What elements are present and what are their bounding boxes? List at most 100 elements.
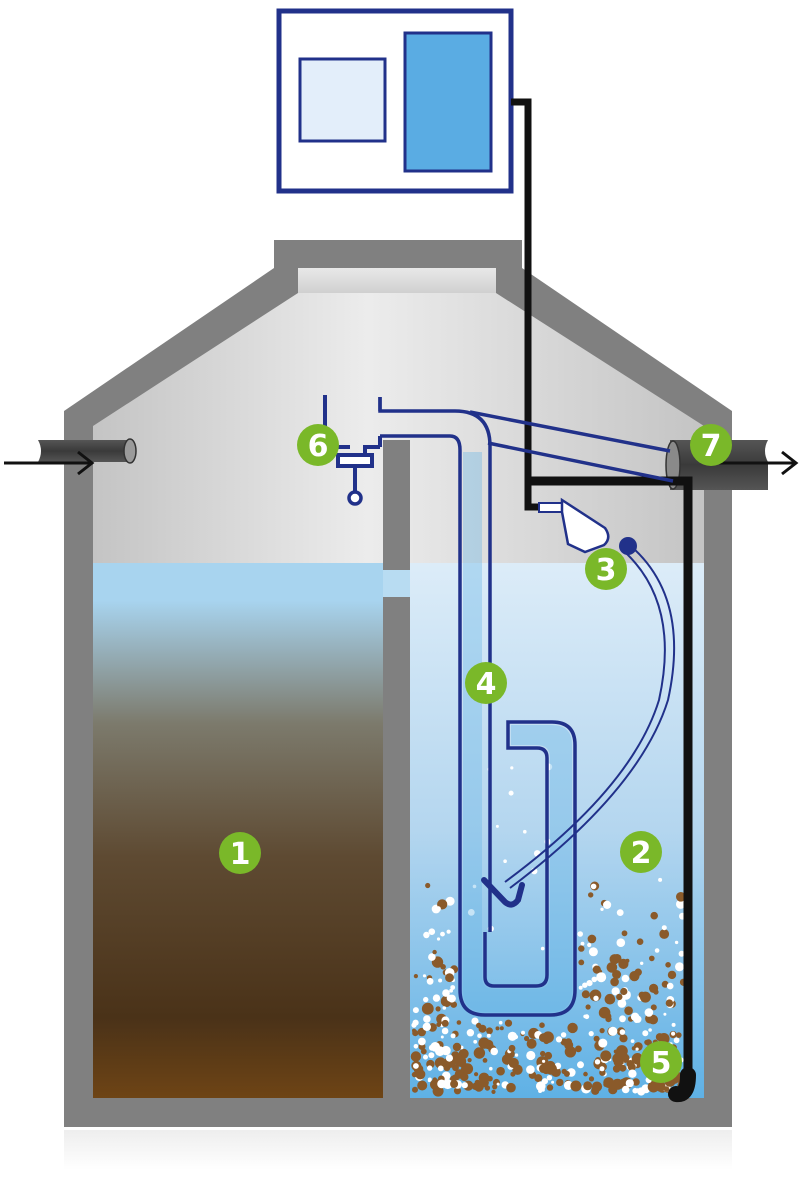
sediment-particle — [632, 1087, 638, 1094]
sediment-particle — [440, 1035, 444, 1039]
air-lift-pipe-inner — [463, 452, 572, 1012]
sediment-particle — [489, 1066, 493, 1071]
sediment-particle — [413, 1063, 419, 1069]
sediment-particle — [600, 907, 604, 911]
sediment-particle — [413, 974, 418, 979]
sediment-particle — [423, 931, 430, 939]
sediment-particle — [541, 1078, 549, 1085]
sediment-particle — [514, 1053, 519, 1057]
sediment-particle — [510, 1071, 516, 1077]
sediment-particle — [599, 1069, 606, 1076]
sediment-particle — [437, 1065, 444, 1072]
air-bubble — [510, 766, 514, 770]
arrow-right-icon — [4, 450, 95, 476]
sediment-particle — [673, 1037, 680, 1044]
sediment-particle — [612, 1065, 621, 1073]
sediment-particle — [428, 953, 436, 961]
sediment-particle — [606, 962, 618, 973]
sediment-particle — [539, 1064, 548, 1073]
badge-4-label: 4 — [476, 667, 497, 702]
sediment-particle — [508, 1044, 516, 1052]
sediment-particle — [661, 925, 667, 931]
sediment-particle — [461, 1063, 474, 1075]
sediment-particle — [619, 1029, 626, 1035]
sediment-particle — [650, 911, 658, 920]
sediment-particle — [619, 1015, 626, 1023]
sediment-particle — [467, 1058, 472, 1063]
sediment-particle — [630, 1039, 635, 1043]
sediment-particle — [655, 1081, 666, 1092]
sediment-particle — [626, 1060, 635, 1068]
sediment-particles — [410, 763, 688, 1097]
sediment-particle — [600, 1050, 612, 1062]
sediment-particle — [580, 941, 585, 946]
sediment-particle — [422, 1022, 431, 1031]
sediment-particle — [455, 1055, 467, 1067]
sediment-particle — [599, 1066, 605, 1072]
sediment-particle — [542, 1059, 546, 1063]
sediment-particle — [583, 1081, 593, 1091]
sediment-particle — [586, 980, 593, 987]
sediment-particle — [575, 1045, 582, 1053]
sediment-particle — [608, 1026, 618, 1036]
sediment-particle — [593, 995, 599, 1001]
sediment-particle — [624, 1006, 633, 1015]
sediment-particle — [654, 948, 660, 953]
sediment-particle — [456, 1020, 462, 1025]
sediment-particle — [563, 1070, 570, 1077]
air-diffuser-hook — [481, 877, 525, 908]
sediment-particle — [659, 929, 670, 939]
sediment-particle — [452, 1042, 462, 1052]
sediment-particle — [417, 1027, 426, 1037]
badge-6: 6 — [297, 424, 339, 466]
sediment-particle — [591, 1086, 600, 1095]
sediment-particle — [526, 1050, 536, 1061]
sediment-particle — [649, 983, 659, 994]
sediment-particle — [578, 945, 585, 952]
sediment-particle — [594, 1059, 601, 1065]
sediment-particle — [582, 982, 588, 988]
sediment-particle — [422, 974, 427, 978]
sediment-particle — [432, 1077, 438, 1082]
air-lift-pipe — [378, 397, 577, 1017]
sediment-particle — [450, 1080, 459, 1088]
sediment-particle — [564, 1038, 573, 1046]
sediment-particle — [466, 1029, 475, 1037]
sediment-particle — [438, 978, 443, 983]
sediment-particle — [440, 931, 445, 937]
sediment-particle — [423, 1015, 431, 1023]
sediment-particle — [432, 994, 441, 1002]
sediment-particle — [588, 892, 594, 898]
sediment-particle — [423, 1054, 428, 1060]
sediment-particle — [676, 1032, 682, 1038]
sediment-particle — [478, 1037, 490, 1049]
sediment-particle — [441, 1019, 449, 1027]
sediment-particle — [539, 1033, 548, 1042]
sediment-particle — [432, 949, 437, 955]
sediment-particle — [541, 1088, 545, 1092]
inlet-pipe — [38, 438, 137, 464]
sediment-particle — [479, 1077, 489, 1088]
sediment-particle — [630, 1012, 640, 1021]
control-panel-left — [298, 57, 387, 143]
sediment-particle — [671, 1031, 676, 1036]
sediment-particle — [626, 991, 631, 996]
sediment-particle — [648, 1028, 652, 1032]
floor-reflection — [64, 1130, 732, 1170]
badge-5: 5 — [640, 1041, 682, 1083]
sediment-particle — [663, 1012, 667, 1016]
sediment-particle — [412, 1086, 418, 1093]
air-bubble — [472, 884, 477, 889]
air-bubble — [467, 909, 475, 916]
sludge-chamber — [93, 563, 383, 1098]
sediment-particle — [605, 1013, 612, 1020]
sediment-particle — [446, 994, 454, 1002]
sediment-particle — [577, 1061, 584, 1069]
sediment-particle — [599, 1028, 605, 1034]
sediment-particle — [487, 1075, 493, 1082]
sediment-particle — [508, 1057, 519, 1069]
sediment-particle — [496, 1066, 505, 1076]
sediment-particle — [610, 977, 619, 987]
sediment-particle — [639, 991, 651, 1003]
sediment-particle — [593, 1035, 600, 1042]
